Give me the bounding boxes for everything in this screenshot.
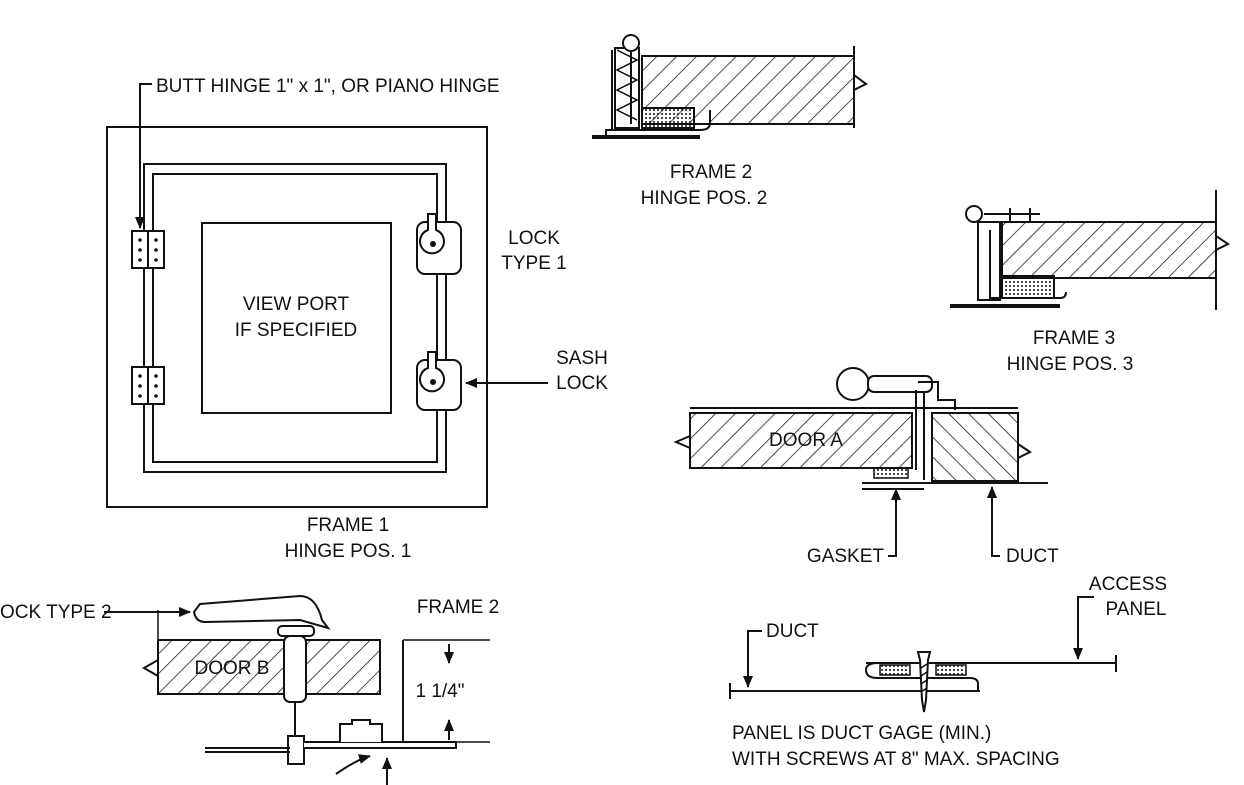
hinge-top xyxy=(131,230,165,269)
panel-note-line2: WITH SCREWS AT 8" MAX. SPACING xyxy=(732,749,1060,770)
lock-type2-label: OCK TYPE 2 xyxy=(0,602,112,623)
gasket-leader xyxy=(888,488,901,557)
frame1-door-inner xyxy=(152,173,438,463)
frame2-bottom-label: FRAME 2 xyxy=(417,597,499,618)
lock-type1-label-2: TYPE 1 xyxy=(501,253,566,274)
access-panel-leader xyxy=(1073,596,1094,660)
sash-lock-label-2: LOCK xyxy=(556,373,608,394)
frame2-top-label: FRAME 2 xyxy=(670,162,752,183)
duct-panel-label: DUCT xyxy=(766,621,819,642)
view-port-label: VIEW PORT xyxy=(243,294,350,315)
frame1-door-outer xyxy=(143,163,447,473)
lock-type1-label: LOCK xyxy=(508,228,560,249)
duct-a-leader xyxy=(987,486,1000,557)
panel-note-line1: PANEL IS DUCT GAGE (MIN.) xyxy=(732,723,991,744)
access-panel-section xyxy=(729,651,1117,713)
door-a-section xyxy=(673,367,1048,490)
frame1-outer xyxy=(106,126,488,508)
frame3-hinge-label: HINGE POS. 3 xyxy=(1007,354,1134,375)
frame2-top-hinge-label: HINGE POS. 2 xyxy=(641,188,768,209)
frame1-hinge-label: HINGE POS. 1 xyxy=(285,541,412,562)
view-port-label-2: IF SPECIFIED xyxy=(235,320,357,341)
duct-panel-leader xyxy=(743,630,762,688)
frame1-view xyxy=(106,83,548,508)
frame1-label: FRAME 1 xyxy=(307,515,389,536)
door-b-label: DOOR B xyxy=(195,658,270,679)
frame3-section xyxy=(950,190,1230,310)
butt-hinge-leader xyxy=(135,83,152,229)
gasket-label: GASKET xyxy=(807,546,884,567)
hinge-bottom xyxy=(131,366,165,405)
frame3-label: FRAME 3 xyxy=(1033,328,1115,349)
access-panel-label-2: PANEL xyxy=(1106,599,1167,620)
view-port-window xyxy=(201,222,392,414)
butt-hinge-label: BUTT HINGE 1" x 1", OR PIANO HINGE xyxy=(156,76,500,97)
duct-a-label: DUCT xyxy=(1006,546,1059,567)
sash-lock-top-icon xyxy=(416,213,462,275)
door-a-label: DOOR A xyxy=(769,430,843,451)
sash-lock-bottom-icon xyxy=(416,351,462,411)
frame2-section xyxy=(592,34,868,139)
sash-lock-label: SASH xyxy=(556,348,608,369)
access-panel-label: ACCESS xyxy=(1089,574,1167,595)
dimension-label: 1 1/4" xyxy=(415,681,464,702)
door-b-section xyxy=(141,594,490,785)
